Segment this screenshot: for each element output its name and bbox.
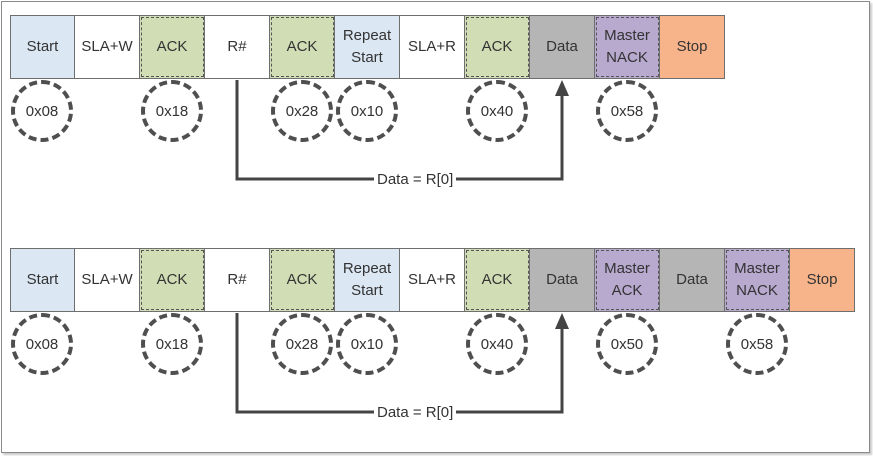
status-code: 0x50 [596,313,658,375]
status-code: 0x08 [11,80,73,142]
segment-start: Start [10,16,75,78]
segment-stop: Stop [790,249,855,311]
status-code: 0x18 [141,80,203,142]
segment-ack: ACK [270,16,335,78]
segment-data: Data [530,16,595,78]
segment-master-nack: Master NACK [725,249,790,311]
segment-stop: Stop [660,16,725,78]
segment-data: Data [660,249,725,311]
segment-register: R# [205,249,270,311]
segment-sla-r: SLA+R [400,16,465,78]
arrow-label: Data = R[0] [374,404,457,422]
segment-repeat-start: Repeat Start [335,16,400,78]
segment-ack: ACK [465,249,530,311]
segment-ack: ACK [270,249,335,311]
status-code: 0x40 [466,313,528,375]
segment-ack: ACK [140,16,205,78]
segment-sla-r: SLA+R [400,249,465,311]
arrow-label: Data = R[0] [374,171,457,189]
status-code: 0x18 [141,313,203,375]
segment-register: R# [205,16,270,78]
status-code: 0x10 [336,80,398,142]
segment-master-nack: Master NACK [595,16,660,78]
status-code: 0x28 [271,80,333,142]
segment-sla-w: SLA+W [75,249,140,311]
transaction-row-1: Start SLA+W ACK R# ACK Repeat Start SLA+… [10,15,725,79]
status-code: 0x10 [336,313,398,375]
status-code: 0x28 [271,313,333,375]
segment-repeat-start: Repeat Start [335,249,400,311]
arrow-head-icon [555,313,569,329]
status-code: 0x58 [596,80,658,142]
status-code: 0x58 [726,313,788,375]
segment-ack: ACK [140,249,205,311]
status-code: 0x08 [11,313,73,375]
segment-master-ack: Master ACK [595,249,660,311]
segment-start: Start [10,249,75,311]
segment-data: Data [530,249,595,311]
transaction-row-2: Start SLA+W ACK R# ACK Repeat Start SLA+… [10,248,855,312]
status-code: 0x40 [466,80,528,142]
arrow-head-icon [555,80,569,96]
segment-sla-w: SLA+W [75,16,140,78]
segment-ack: ACK [465,16,530,78]
